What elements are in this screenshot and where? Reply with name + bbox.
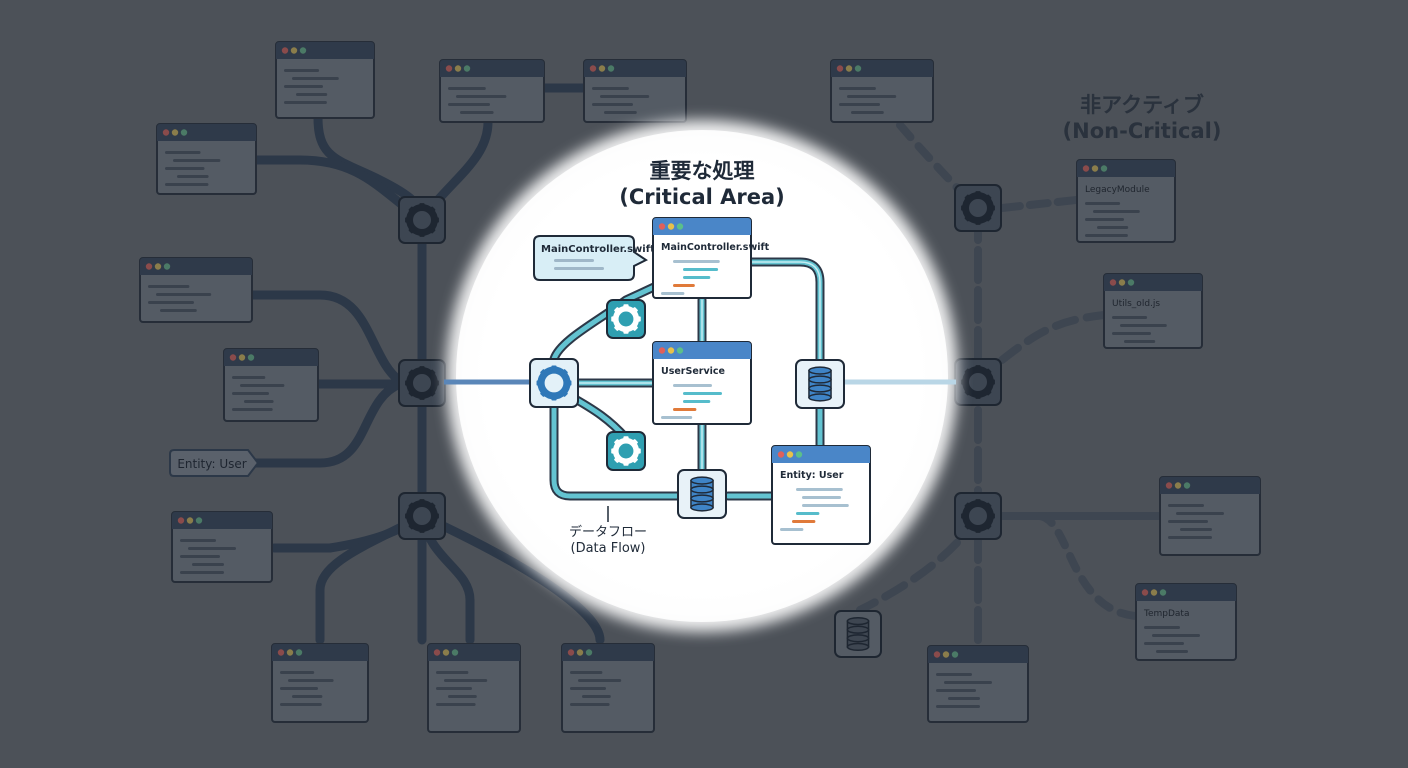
right-window-4 xyxy=(1159,476,1261,556)
noncritical-title-ja: 非アクティブ xyxy=(1080,93,1204,117)
left-window-1 xyxy=(275,41,375,119)
critical-title-ja: 重要な処理 xyxy=(650,159,755,183)
maincontroller-window: MainController.swift xyxy=(652,217,770,299)
entity-user-window-title: Entity: User xyxy=(780,470,844,481)
right-window-1 xyxy=(830,59,934,123)
right-window-6 xyxy=(927,645,1029,723)
right-database-icon xyxy=(834,610,882,658)
critical-database-bottom-icon xyxy=(677,469,727,519)
left-gear-middle-icon xyxy=(398,359,446,407)
critical-gear-main-icon xyxy=(529,358,579,408)
left-window-2 xyxy=(439,59,545,123)
right-gear-middle-icon xyxy=(954,358,1002,406)
entity-user-tag: Entity: User xyxy=(169,449,260,477)
flow-label-ja: データフロー xyxy=(569,524,647,540)
entity-user-window: Entity: User xyxy=(771,445,871,545)
right-window-3: Utils_old.js xyxy=(1103,273,1203,349)
userservice-window-title: UserService xyxy=(661,366,725,377)
right-window-2: LegacyModule xyxy=(1076,159,1176,243)
callout-label: MainController.swift xyxy=(541,244,655,255)
right-window-2-title: LegacyModule xyxy=(1085,185,1150,195)
critical-gear-upper-icon xyxy=(606,299,646,339)
right-window-5: TempData xyxy=(1135,583,1237,661)
left-gear-bottom-icon xyxy=(398,492,446,540)
maincontroller-window-title: MainController.swift xyxy=(661,242,770,253)
right-gear-bottom-icon xyxy=(954,492,1002,540)
left-window-4 xyxy=(156,123,257,195)
right-gear-top-icon xyxy=(954,184,1002,232)
left-window-10 xyxy=(561,643,655,733)
right-window-5-title: TempData xyxy=(1143,609,1189,619)
critical-title-en: (Critical Area) xyxy=(619,185,785,209)
left-window-9 xyxy=(427,643,521,733)
critical-database-right-icon xyxy=(795,359,845,409)
left-window-8 xyxy=(271,643,369,723)
left-window-5 xyxy=(139,257,253,323)
left-window-7 xyxy=(171,511,273,583)
entity-user-tag-label: Entity: User xyxy=(177,457,246,471)
userservice-window: UserService xyxy=(652,341,752,425)
critical-nodes xyxy=(529,299,845,519)
dim-nodes xyxy=(398,184,1002,658)
noncritical-title-en: (Non-Critical) xyxy=(1063,119,1222,143)
flow-label-en: (Data Flow) xyxy=(571,541,646,556)
critical-gear-lower-icon xyxy=(606,431,646,471)
left-window-3 xyxy=(583,59,687,123)
left-gear-top-icon xyxy=(398,196,446,244)
left-dim-windows xyxy=(139,41,687,733)
left-window-6 xyxy=(223,348,319,422)
right-window-3-title: Utils_old.js xyxy=(1112,299,1160,309)
maincontroller-callout: MainController.swift xyxy=(533,235,655,281)
